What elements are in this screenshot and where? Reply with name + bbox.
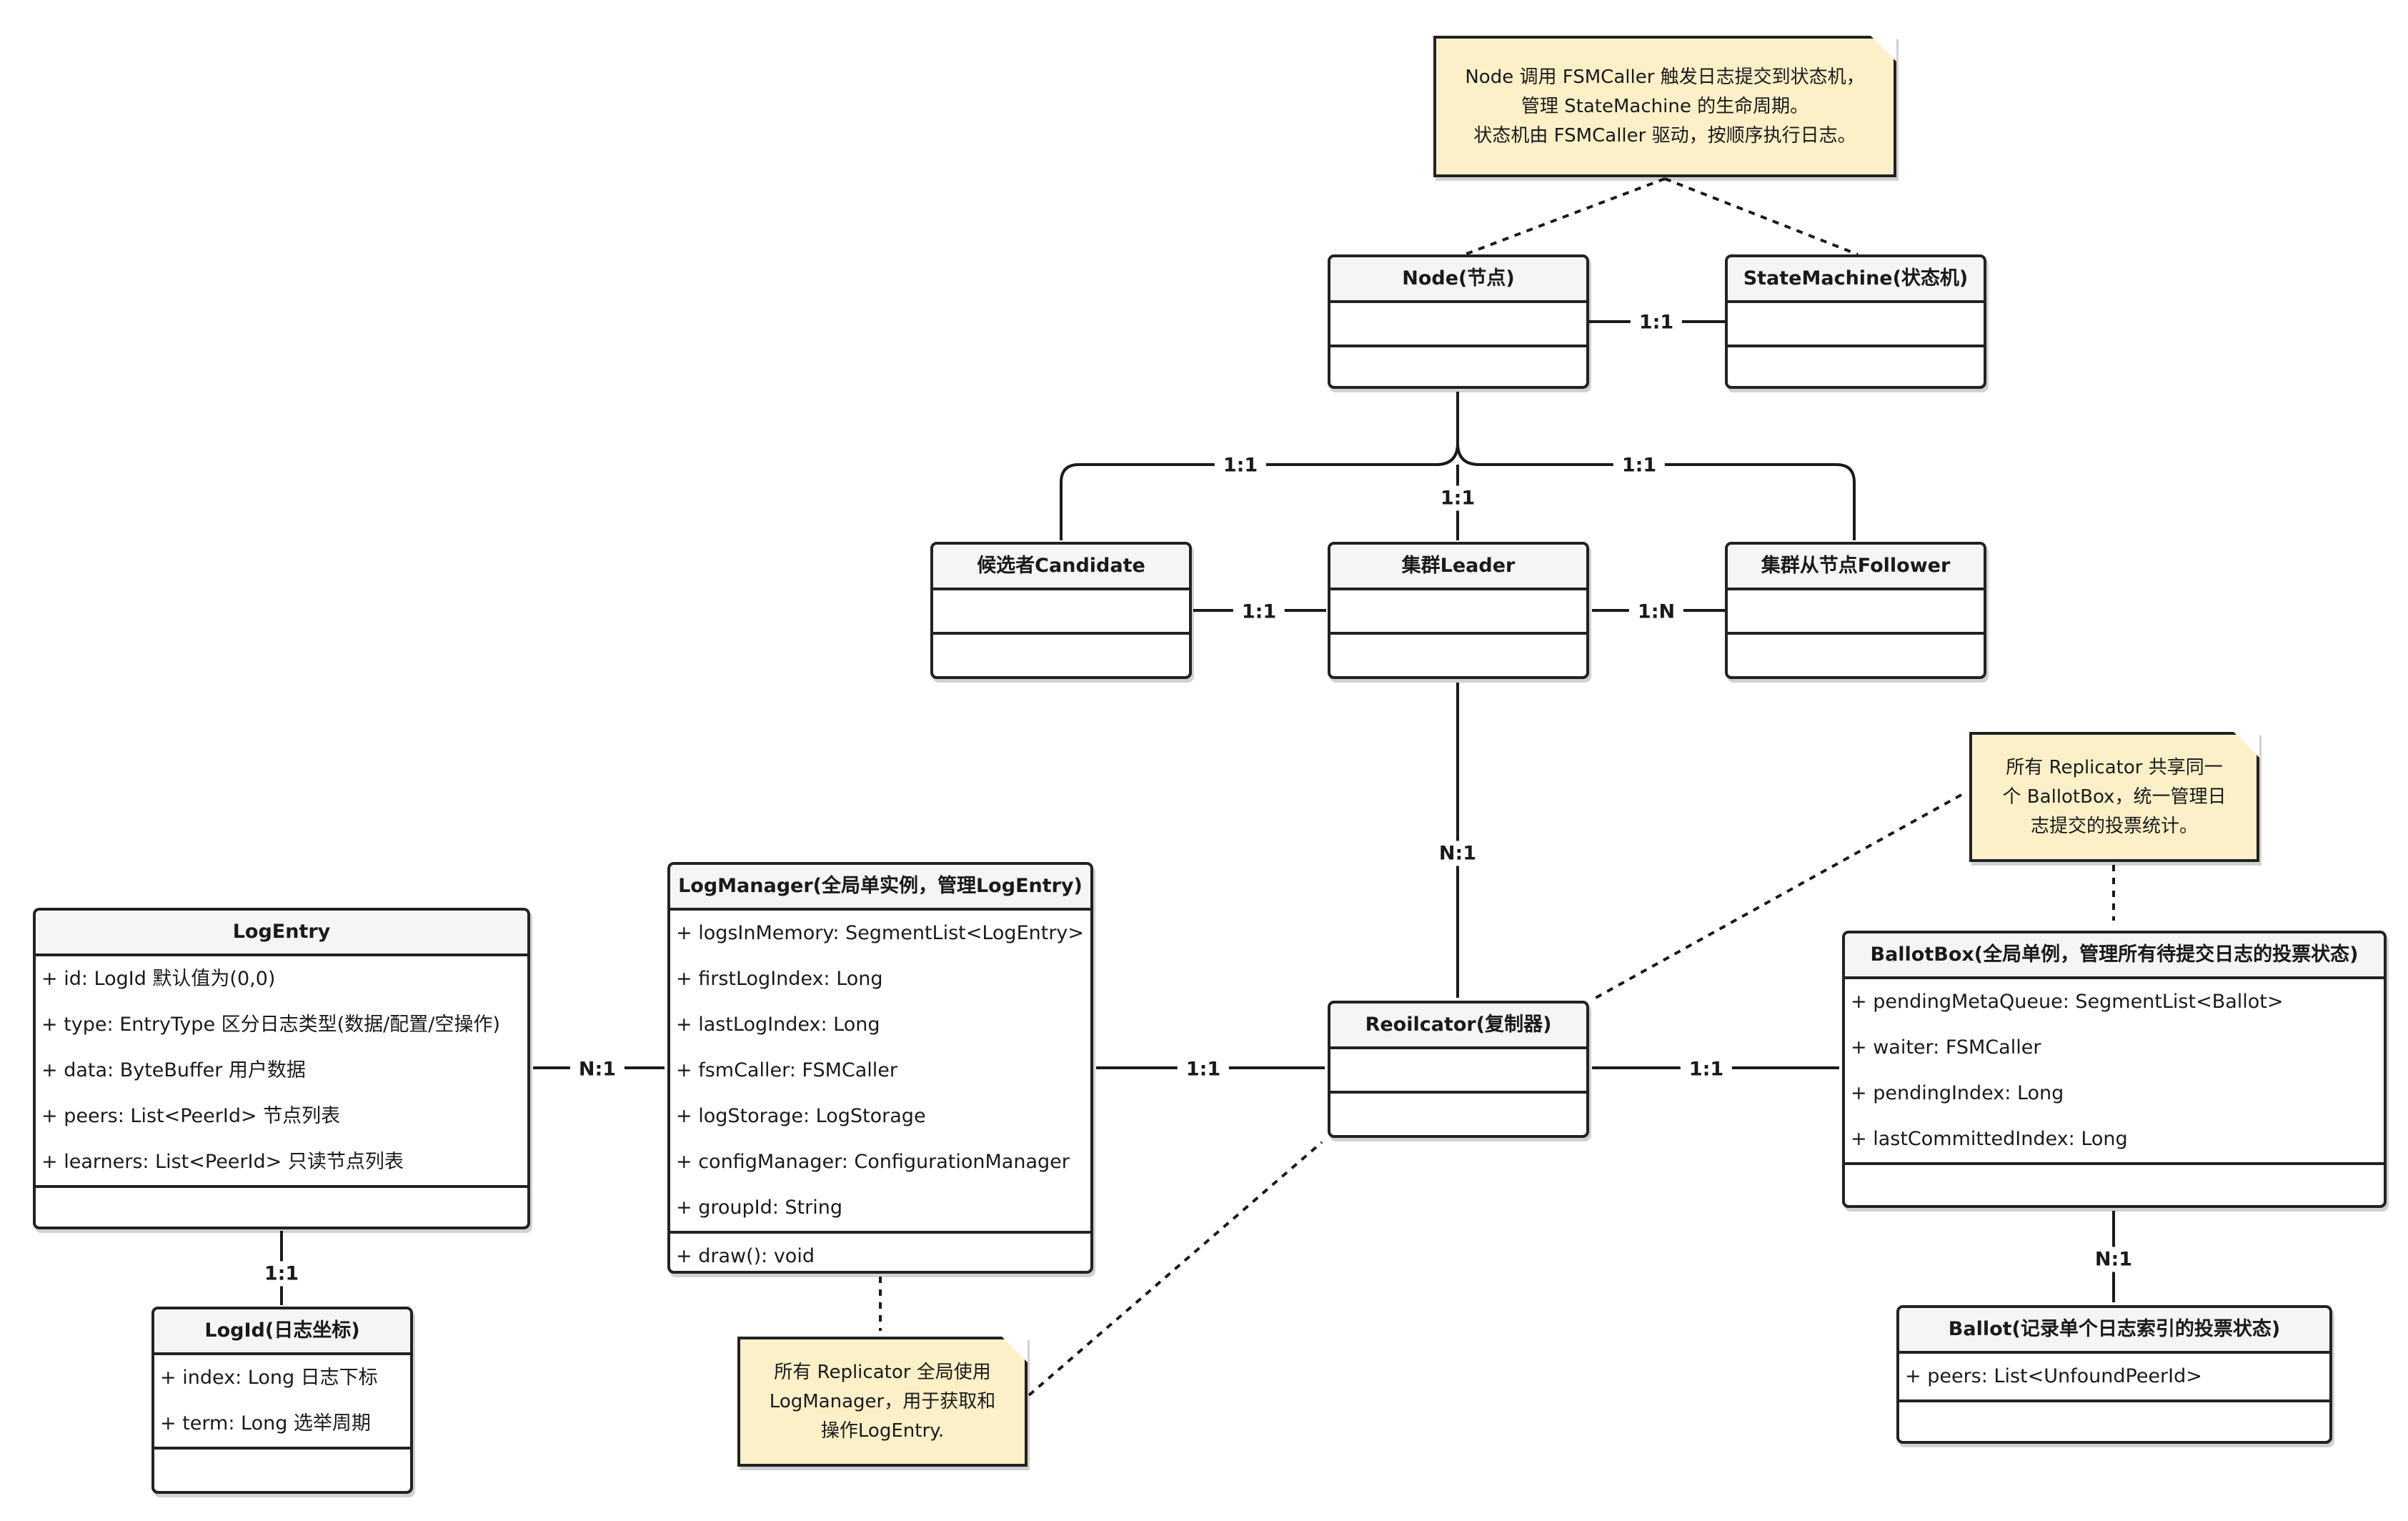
note-link-node (1464, 177, 1666, 256)
attributes-compartment (933, 590, 1189, 635)
methods-compartment (154, 1450, 410, 1491)
attribute: + pendingIndex: Long (1851, 1082, 2064, 1104)
attribute: + peers: List<PeerId> 节点列表 (41, 1105, 341, 1127)
methods-compartment (1728, 347, 1984, 386)
class-name: LogId(日志坐标) (154, 1309, 410, 1355)
class-name: Reoilcator(复制器) (1330, 1004, 1586, 1049)
note-log-manager[interactable]: 所有 Replicator 全局使用 LogManager，用于获取和 操作Lo… (737, 1337, 1028, 1467)
class-name: Ballot(记录单个日志索引的投票状态) (1899, 1308, 2329, 1354)
attribute: + pendingMetaQueue: SegmentList<Ballot> (1851, 991, 2284, 1013)
attribute: + index: Long 日志下标 (160, 1367, 378, 1389)
class-state-machine[interactable]: StateMachine(状态机) (1725, 254, 1986, 389)
mult-candidate-leader: 1:1 (1233, 599, 1285, 625)
attributes-compartment (1330, 1049, 1586, 1094)
attribute: + waiter: FSMCaller (1851, 1036, 2041, 1059)
methods-compartment (1330, 635, 1586, 676)
attribute: + lastCommittedIndex: Long (1851, 1128, 2128, 1150)
attributes-compartment: + peers: List<UnfoundPeerId> (1899, 1354, 2329, 1402)
note-ballot-box[interactable]: 所有 Replicator 共享同一 个 BallotBox，统一管理日 志提交… (1969, 732, 2259, 862)
note-link-log-replicator (1028, 1141, 1323, 1397)
note-line: 所有 Replicator 共享同一 (2006, 756, 2223, 778)
note-line: 个 BallotBox，统一管理日 (2002, 786, 2227, 808)
attribute: + data: ByteBuffer 用户数据 (41, 1059, 306, 1081)
note-link-state (1664, 177, 1859, 256)
mult-ballotbox-ballot: N:1 (2086, 1247, 2141, 1272)
mult-node-leader: 1:1 (1431, 485, 1484, 511)
methods-compartment (1845, 1165, 2384, 1205)
mult-leader-replicator: N:1 (1430, 841, 1486, 866)
edge-node-follower (1456, 442, 1856, 540)
attribute: + id: LogId 默认值为(0,0) (41, 968, 276, 990)
class-leader[interactable]: 集群Leader (1328, 542, 1589, 679)
attributes-compartment: + id: LogId 默认值为(0,0) + type: EntryType … (36, 956, 527, 1188)
attributes-compartment (1330, 590, 1586, 635)
methods-compartment (1899, 1402, 2329, 1441)
class-node[interactable]: Node(节点) (1328, 254, 1589, 389)
class-ballot-box[interactable]: BallotBox(全局单例，管理所有待提交日志的投票状态) + pending… (1842, 931, 2387, 1208)
attribute: + configManager: ConfigurationManager (676, 1151, 1070, 1173)
attribute: + type: EntryType 区分日志类型(数据/配置/空操作) (41, 1014, 500, 1036)
class-replicator[interactable]: Reoilcator(复制器) (1328, 1001, 1589, 1138)
note-line: LogManager，用于获取和 (769, 1390, 996, 1412)
class-name: BallotBox(全局单例，管理所有待提交日志的投票状态) (1845, 933, 2384, 979)
methods-compartment (36, 1188, 527, 1227)
note-line: Node 调用 FSMCaller 触发日志提交到状态机， (1465, 66, 1865, 88)
attribute: + peers: List<UnfoundPeerId> (1905, 1365, 2202, 1387)
class-ballot[interactable]: Ballot(记录单个日志索引的投票状态) + peers: List<Unfo… (1896, 1305, 2332, 1444)
class-name: 候选者Candidate (933, 545, 1189, 590)
mult-leader-follower: 1:N (1628, 599, 1684, 625)
class-name: Node(节点) (1330, 257, 1586, 303)
mult-logentry-logmanager: N:1 (569, 1056, 625, 1082)
class-follower[interactable]: 集群从节点Follower (1725, 542, 1986, 679)
attributes-compartment (1728, 590, 1984, 635)
attribute: + lastLogIndex: Long (676, 1014, 880, 1036)
attribute: + fsmCaller: FSMCaller (676, 1059, 897, 1081)
attributes-compartment (1728, 303, 1984, 347)
note-line: 志提交的投票统计。 (2030, 815, 2198, 837)
methods-compartment (1330, 1094, 1586, 1135)
attribute: + groupId: String (676, 1197, 842, 1219)
attributes-compartment: + index: Long 日志下标 + term: Long 选举周期 (154, 1355, 410, 1450)
methods-compartment: + draw(): void (670, 1234, 1090, 1271)
class-log-entry[interactable]: LogEntry + id: LogId 默认值为(0,0) + type: E… (33, 908, 530, 1229)
note-fold-corner (2234, 732, 2259, 758)
note-fold-corner (1002, 1337, 1028, 1362)
mult-logentry-logid: 1:1 (255, 1261, 308, 1287)
mult-node-candidate: 1:1 (1214, 452, 1267, 478)
method: + draw(): void (676, 1245, 815, 1267)
methods-compartment (933, 635, 1189, 676)
note-fold-corner (1871, 36, 1896, 61)
mult-node-follower: 1:1 (1613, 452, 1666, 478)
note-link-ballot-replicator (1590, 793, 1962, 1002)
mult-replicator-ballotbox: 1:1 (1680, 1056, 1733, 1082)
mult-logmanager-replicator: 1:1 (1177, 1056, 1230, 1082)
note-line: 状态机由 FSMCaller 驱动，按顺序执行日志。 (1473, 124, 1856, 147)
note-line: 操作LogEntry. (820, 1420, 945, 1442)
class-log-manager[interactable]: LogManager(全局单实例，管理LogEntry) + logsInMem… (667, 862, 1093, 1274)
attribute: + logStorage: LogStorage (676, 1105, 926, 1127)
methods-compartment (1728, 635, 1984, 676)
note-line: 管理 StateMachine 的生命周期。 (1521, 95, 1809, 117)
mult-node-state: 1:1 (1630, 309, 1683, 335)
attribute: + logsInMemory: SegmentList<LogEntry> (676, 922, 1085, 944)
attribute: + learners: List<PeerId> 只读节点列表 (41, 1151, 404, 1173)
attributes-compartment: + pendingMetaQueue: SegmentList<Ballot> … (1845, 979, 2384, 1165)
class-name: 集群从节点Follower (1728, 545, 1984, 590)
methods-compartment (1330, 347, 1586, 386)
attribute: + firstLogIndex: Long (676, 968, 883, 990)
attributes-compartment: + logsInMemory: SegmentList<LogEntry> + … (670, 911, 1090, 1234)
note-node-fsm[interactable]: Node 调用 FSMCaller 触发日志提交到状态机， 管理 StateMa… (1433, 36, 1896, 177)
edge-node-candidate (1060, 442, 1459, 540)
attribute: + term: Long 选举周期 (160, 1412, 371, 1435)
class-name: LogEntry (36, 911, 527, 956)
class-name: 集群Leader (1330, 545, 1586, 590)
class-name: LogManager(全局单实例，管理LogEntry) (670, 865, 1090, 911)
class-log-id[interactable]: LogId(日志坐标) + index: Long 日志下标 + term: L… (151, 1307, 413, 1494)
note-line: 所有 Replicator 全局使用 (774, 1361, 991, 1383)
attributes-compartment (1330, 303, 1586, 347)
class-candidate[interactable]: 候选者Candidate (930, 542, 1192, 679)
class-name: StateMachine(状态机) (1728, 257, 1984, 303)
